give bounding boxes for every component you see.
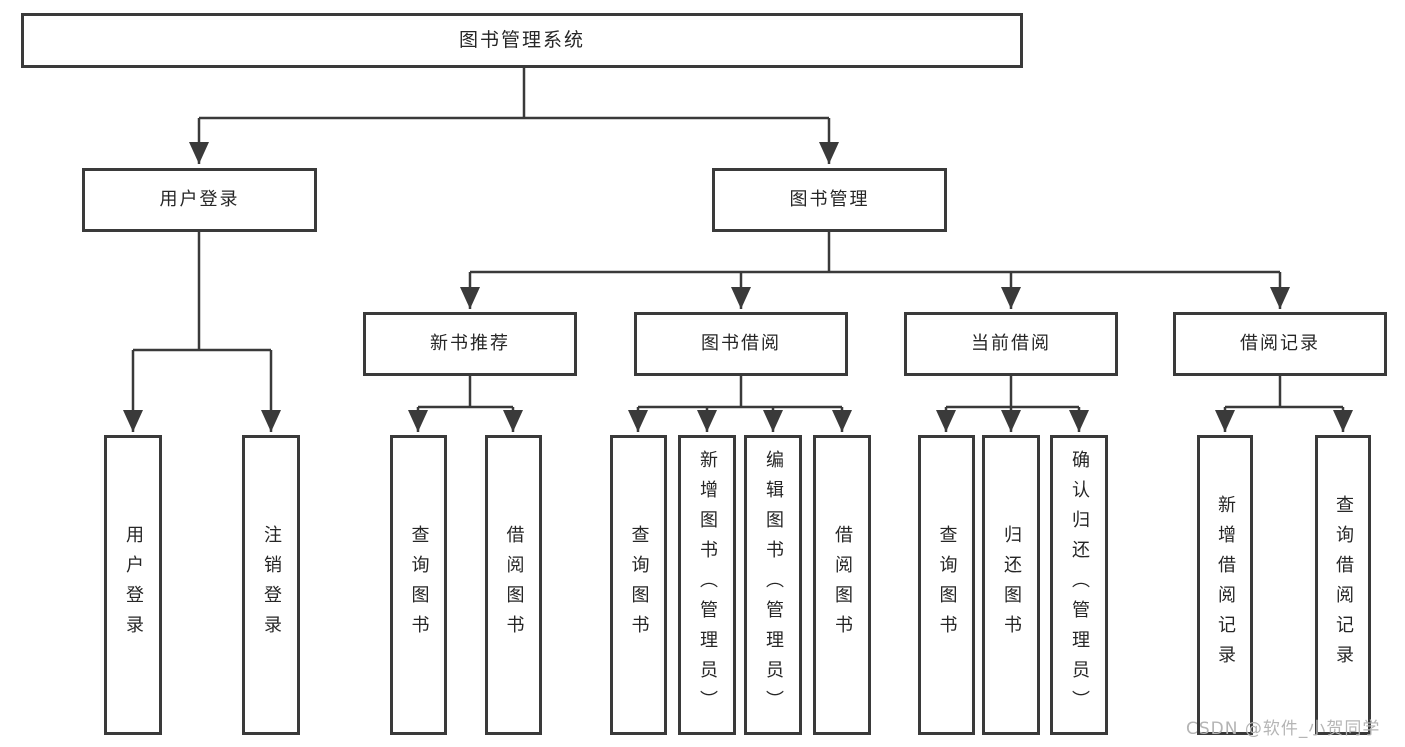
root-node: 图书管理系统 <box>21 13 1023 68</box>
leaf-node-confirm-return-admin: 确认归还（管理员） <box>1050 435 1108 735</box>
subbranch-node-current-borrow: 当前借阅 <box>904 312 1118 376</box>
branch-node-user-login: 用户登录 <box>82 168 317 232</box>
subbranch-node-book-borrow: 图书借阅 <box>634 312 848 376</box>
leaf-node-return-books: 归还图书 <box>982 435 1040 735</box>
subbranch-node-borrow-records: 借阅记录 <box>1173 312 1387 376</box>
leaf-node-borrow-books: 借阅图书 <box>813 435 871 735</box>
leaf-node-edit-book-admin: 编辑图书（管理员） <box>744 435 802 735</box>
leaf-node-query-books-current: 查询图书 <box>918 435 975 735</box>
leaf-node-add-borrow-record: 新增借阅记录 <box>1197 435 1253 735</box>
branch-node-book-management: 图书管理 <box>712 168 947 232</box>
leaf-node-logout: 注销登录 <box>242 435 300 735</box>
leaf-node-add-book-admin: 新增图书（管理员） <box>678 435 736 735</box>
watermark: CSDN @软件_小贺同学 <box>1186 719 1381 739</box>
leaf-node-query-books-recommend: 查询图书 <box>390 435 447 735</box>
leaf-node-user-login: 用户登录 <box>104 435 162 735</box>
leaf-node-borrow-books-recommend: 借阅图书 <box>485 435 542 735</box>
leaf-node-query-books-borrow: 查询图书 <box>610 435 667 735</box>
leaf-node-query-borrow-record: 查询借阅记录 <box>1315 435 1371 735</box>
subbranch-node-new-book-recommend: 新书推荐 <box>363 312 577 376</box>
